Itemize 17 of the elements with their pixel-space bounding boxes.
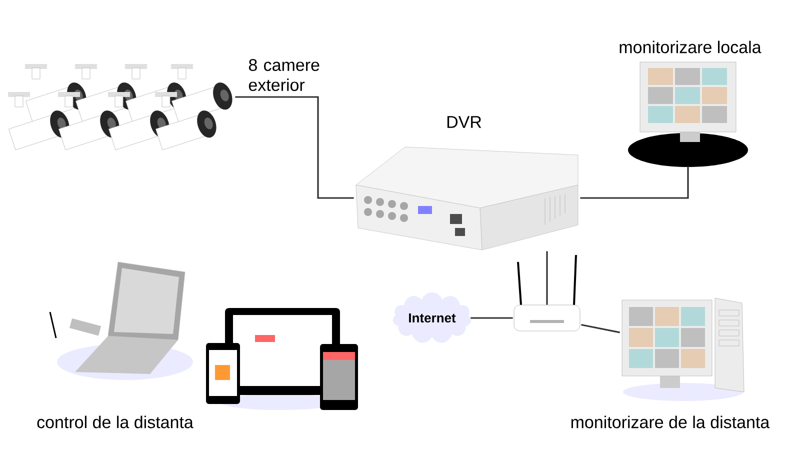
connector-line [580,166,689,199]
computer-drawing [622,298,744,401]
connector-line [546,251,548,305]
router-drawing [514,254,580,332]
cloud: Internet [393,292,471,343]
connector-line [581,324,620,334]
node-label: monitorizare locala [620,40,762,54]
monitor-drawing [628,62,748,167]
dvr-drawing [356,146,578,250]
node-label: monitorizare de la distanta [571,416,770,428]
devices-drawing [49,262,358,410]
node-label: 8 camere exterior [248,58,320,92]
node-label: control de la distanta [37,416,194,428]
connector-line [235,96,354,199]
node-label: DVR [447,116,482,128]
cameras-drawing [8,64,232,150]
connector-line [470,317,513,319]
